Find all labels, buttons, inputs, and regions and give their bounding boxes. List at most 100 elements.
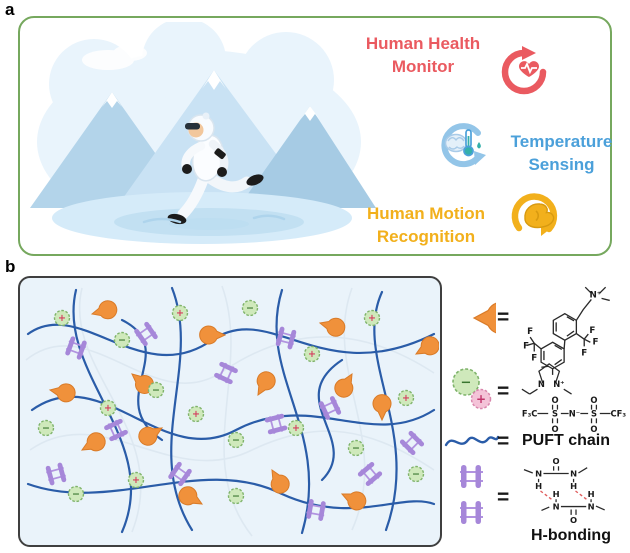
atom-label: N [570,468,577,478]
temperature-sensing-label: Temperature Sensing [488,130,630,176]
atom-label: N⁻ [569,408,580,418]
ionic-liquid-legend-icon: − + [452,368,492,410]
atom-label: F [523,341,529,351]
atom-label: N⁺ [589,290,601,300]
equals-sign: = [497,380,510,403]
thermometer-brain-cycle-icon [441,123,486,168]
cation-icon [397,389,415,407]
pacman-host-icon [411,333,439,363]
panel-a: Human Health Monitor Temperature Sensing [18,16,612,256]
ionic-liquid-structure: N N⁺ F₃C S N⁻ S CF₃ O O O O [521,363,626,434]
anion-icon [67,485,85,503]
atom-label: F₃C [522,408,538,418]
label-line: Temperature [510,132,613,151]
hbond-dashes [540,490,588,501]
label-line: Monitor [391,57,455,76]
hbond-icon [355,459,385,489]
cationic-pendant-structure: N⁺ F F F F F F [523,286,610,375]
atom-label: H [553,489,560,499]
anion-icon [147,381,165,399]
atom-label: F [592,337,598,347]
atom-labels: N⁺ F F F F F F [523,290,602,363]
ice-ground [52,192,352,244]
panel-b-network: + − [18,276,442,547]
label-line: Human Health [365,34,481,53]
hbond-icon [43,461,69,487]
atom-label: F [589,326,595,336]
panel-a-label: a [5,0,15,19]
label-line: Recognition [376,227,476,246]
cloud-icon [82,45,147,70]
atom-label: O [551,395,558,405]
bonds [521,363,611,424]
equals-sign: = [497,486,510,509]
mesh-line [221,285,253,537]
pacman-host-icon [249,368,279,400]
hbond-icon [131,319,161,349]
panel-b-label: b [5,257,16,276]
polymer-network-schematic: + − [25,285,439,537]
atom-label: H [570,481,577,491]
cation-icon [171,304,189,322]
host-macrocycle-legend-icon [472,302,496,334]
atom-label: F [581,349,587,359]
mesh-line [78,287,142,533]
anion-icon [227,431,245,449]
anion-icon [37,419,55,437]
anion-icon [227,487,245,505]
biceps-cycle-icon [511,193,558,236]
hbonding-label: H-bonding [531,527,611,544]
atom-label: N [535,468,542,478]
bonds [526,286,610,375]
heart-pulse-cycle-icon [501,46,547,95]
plus-sign: + [476,392,486,406]
atom-label: S [591,408,597,418]
atom-label: F [531,354,537,364]
puft-chain-line [30,395,436,441]
anion-icon [113,331,131,349]
atom-label: O [553,456,560,466]
atom-labels: N O N H H N O N H H [535,456,595,525]
minus-sign: − [461,376,472,391]
atom-label: N⁺ [553,379,564,389]
atom-label: F [527,327,533,337]
atom-label: H [535,481,542,491]
atom-label: N [538,379,545,389]
motion-streak [252,214,286,221]
pacman-host-icon [89,298,120,324]
atom-labels: N N⁺ F₃C S N⁻ S CF₃ O O O O [522,379,626,434]
puft-chain-label: PUFT chain [522,432,611,449]
cation-icon [287,419,305,437]
pacman-host-icon [317,313,348,339]
urea-hbond-structure: N O N H H N O N H H [523,456,605,525]
winter-scene-illustration [30,22,376,244]
skier [167,112,264,225]
puft-chain-line [317,358,344,482]
bonds [523,466,605,515]
puft-chain-legend-icon [444,435,500,447]
atom-label: H [588,489,595,499]
equals-sign: = [497,306,510,329]
equals-sign: = [497,430,510,453]
atom-label: O [590,395,597,405]
puft-chain-line [275,288,311,535]
label-line: Human Motion [366,204,486,223]
cation-icon [53,309,71,327]
atom-label: N [588,501,595,511]
atom-label: O [570,515,577,525]
anion-icon [241,299,259,317]
human-health-monitor-label: Human Health Monitor [338,32,508,78]
atom-label: CF₃ [611,408,627,418]
pacman-host-icon [263,465,293,497]
atom-label: N [553,501,560,511]
atom-label: O [590,424,597,434]
pacman-host-icon [331,369,361,401]
atom-label: O [551,424,558,434]
cation-icon [187,405,205,423]
cation-icon [99,399,117,417]
label-line: Sensing [528,155,595,174]
motion-streak [142,217,182,224]
hbonding-legend-icon [460,465,483,524]
anion-icon [347,439,365,457]
